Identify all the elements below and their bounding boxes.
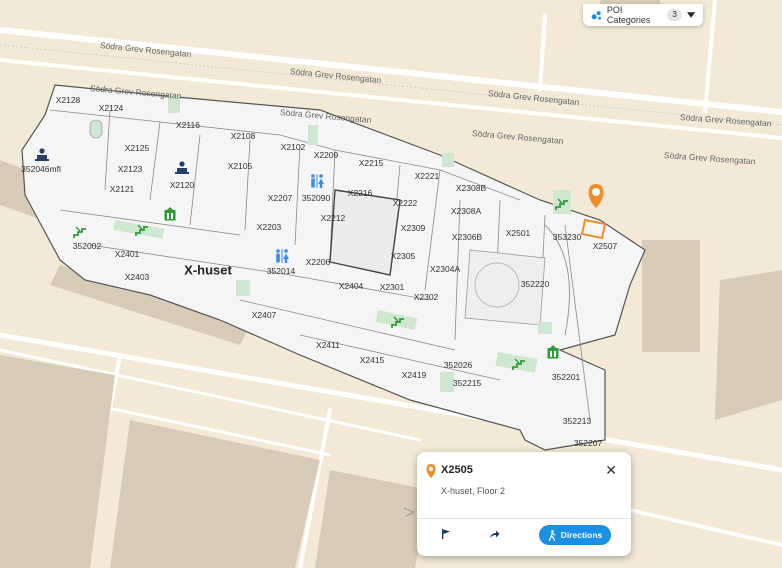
elevator-icon xyxy=(547,345,559,359)
room-label[interactable]: X2206 xyxy=(305,257,331,267)
stairs-icon xyxy=(73,226,86,238)
grey-lane-lines xyxy=(0,44,782,126)
poi-categories-dropdown[interactable]: POI Categories 3 xyxy=(583,4,703,26)
room-label[interactable]: X2306B xyxy=(451,232,483,242)
selected-room-highlight[interactable] xyxy=(580,218,607,240)
building-name: X-huset xyxy=(184,262,232,278)
room-label[interactable]: 352207 xyxy=(573,438,603,448)
route-arrow-icon xyxy=(403,507,416,517)
room-label[interactable]: X2304A xyxy=(429,264,461,274)
room-label[interactable]: X2507 xyxy=(592,241,618,251)
location-info-card: X2505 X-huset, Floor 2 ✕ Directions xyxy=(417,452,631,556)
room-label[interactable]: X2216 xyxy=(347,188,373,198)
room-label[interactable]: X2308B xyxy=(455,183,487,193)
room-label[interactable]: X2128 xyxy=(55,95,81,105)
poi-categories-count: 3 xyxy=(667,9,682,21)
room-label[interactable]: X2302 xyxy=(413,292,439,302)
room-label[interactable]: X2403 xyxy=(124,272,150,282)
flag-icon[interactable] xyxy=(441,529,451,539)
restroom-icon xyxy=(276,249,289,263)
stairs-icon xyxy=(512,358,525,370)
poi-categories-label: POI Categories xyxy=(606,5,651,25)
elevator-icon xyxy=(164,207,176,221)
room-label[interactable]: X2404 xyxy=(338,281,364,291)
selected-location-marker[interactable] xyxy=(588,184,604,208)
room-label[interactable]: 352014 xyxy=(266,266,296,276)
location-pin-icon xyxy=(426,464,436,478)
room-label[interactable]: X2125 xyxy=(124,143,150,153)
floor-plan xyxy=(21,84,646,451)
room-label[interactable]: 352215 xyxy=(452,378,482,388)
room-label[interactable]: X2207 xyxy=(267,193,293,203)
room-label[interactable]: 352002 xyxy=(72,241,102,251)
room-label[interactable]: X2305 xyxy=(390,251,416,261)
directions-button[interactable]: Directions xyxy=(539,525,611,545)
room-label[interactable]: 352201 xyxy=(551,372,581,382)
room-label[interactable]: 353230 xyxy=(552,232,582,242)
study-area-icon xyxy=(35,148,49,161)
caret-down-icon[interactable] xyxy=(686,12,695,18)
share-arrow-icon[interactable] xyxy=(489,529,500,539)
directions-label: Directions xyxy=(560,530,603,540)
room-label[interactable]: X2407 xyxy=(251,310,277,320)
room-label[interactable]: 352220 xyxy=(520,279,550,289)
room-label[interactable]: X2116 xyxy=(176,120,200,130)
close-button[interactable]: ✕ xyxy=(605,462,617,478)
room-label[interactable]: X2203 xyxy=(256,222,282,232)
room-label[interactable]: X2308A xyxy=(450,206,482,216)
room-label[interactable]: 352026 xyxy=(443,360,473,370)
location-subtitle: X-huset, Floor 2 xyxy=(441,486,506,496)
room-label[interactable]: X2215 xyxy=(358,158,384,168)
walking-person-icon xyxy=(548,529,556,541)
room-label[interactable]: X2301 xyxy=(379,282,405,292)
poi-categories-icon xyxy=(591,11,602,20)
room-label[interactable]: X2309 xyxy=(400,223,426,233)
room-label[interactable]: 352213 xyxy=(562,416,592,426)
room-label[interactable]: X2501 xyxy=(505,228,531,238)
room-label[interactable]: 352046mfl xyxy=(21,164,61,174)
room-label[interactable]: X2105 xyxy=(227,161,253,171)
stairs-icon xyxy=(391,316,404,328)
study-area-icon xyxy=(175,161,189,174)
room-label[interactable]: X2401 xyxy=(114,249,140,259)
room-label[interactable]: 352090 xyxy=(301,193,331,203)
restroom-icon xyxy=(311,174,324,188)
room-label[interactable]: X2411 xyxy=(316,340,340,350)
stairs-icon xyxy=(135,224,148,236)
stairs-icon xyxy=(555,198,568,210)
room-label[interactable]: X2419 xyxy=(401,370,427,380)
room-label[interactable]: X2221 xyxy=(414,171,440,181)
room-label[interactable]: X2123 xyxy=(117,164,143,174)
location-title: X2505 xyxy=(441,464,473,476)
room-label[interactable]: X2415 xyxy=(359,355,385,365)
room-label[interactable]: X2124 xyxy=(98,103,124,113)
card-divider xyxy=(417,518,631,519)
room-label[interactable]: X2102 xyxy=(280,142,306,152)
room-label[interactable]: X2212 xyxy=(320,213,346,223)
room-label[interactable]: X2209 xyxy=(313,150,339,160)
room-label[interactable]: X2222 xyxy=(392,198,418,208)
room-label[interactable]: X2120 xyxy=(169,180,195,190)
room-label[interactable]: X2108 xyxy=(230,131,256,141)
room-label[interactable]: X2121 xyxy=(109,184,135,194)
